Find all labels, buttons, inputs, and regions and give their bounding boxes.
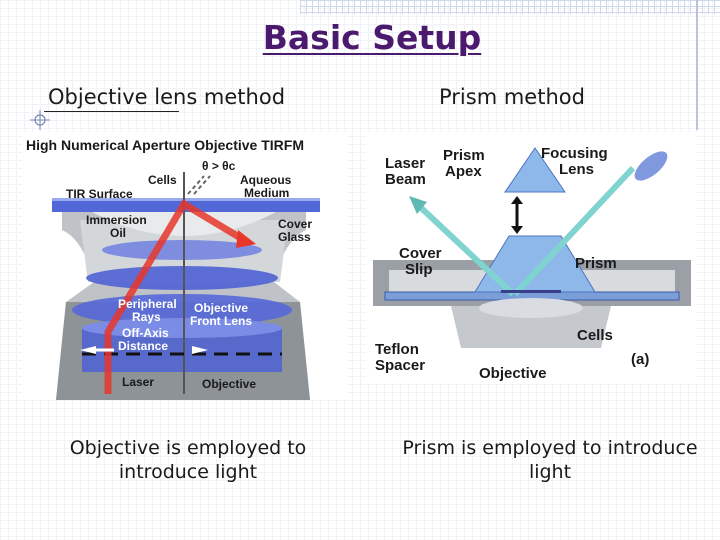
- svg-text:Spacer: Spacer: [375, 357, 425, 374]
- svg-text:Objective: Objective: [479, 365, 547, 382]
- svg-text:Oil: Oil: [110, 226, 126, 240]
- objective-tirfm-diagram: High Numerical Aperture Objective TIRFM …: [22, 132, 348, 404]
- svg-text:Teflon: Teflon: [375, 341, 419, 358]
- svg-text:Distance: Distance: [118, 339, 168, 353]
- left-heading: Objective lens method: [48, 85, 286, 109]
- svg-text:Front Lens: Front Lens: [190, 314, 252, 328]
- svg-text:Apex: Apex: [445, 163, 482, 180]
- svg-text:Medium: Medium: [244, 186, 289, 200]
- svg-text:Cells: Cells: [577, 327, 613, 344]
- svg-text:Beam: Beam: [385, 171, 426, 188]
- right-decor-rule: [696, 0, 698, 130]
- right-caption: Prism is employed to introduce light: [402, 437, 698, 483]
- slide-title: Basic Setup: [262, 18, 482, 57]
- prism-tirfm-diagram: Laser Beam Prism Apex Focusing Lens Cove…: [365, 132, 697, 388]
- left-caption: Objective is employed to introduce light: [69, 437, 307, 483]
- svg-text:Immersion: Immersion: [86, 213, 147, 227]
- right-heading: Prism method: [439, 85, 585, 109]
- svg-text:Rays: Rays: [132, 310, 161, 324]
- left-diagram-header: High Numerical Aperture Objective TIRFM: [26, 137, 304, 153]
- svg-text:Off-Axis: Off-Axis: [122, 326, 169, 340]
- svg-text:TIR Surface: TIR Surface: [66, 187, 133, 201]
- svg-text:Lens: Lens: [559, 161, 594, 178]
- svg-text:Focusing: Focusing: [541, 145, 608, 162]
- svg-text:Prism: Prism: [443, 147, 485, 164]
- svg-text:Laser: Laser: [122, 375, 154, 389]
- svg-text:Slip: Slip: [405, 261, 433, 278]
- heading-underline: [44, 111, 179, 112]
- svg-text:Objective: Objective: [202, 377, 256, 391]
- svg-text:Peripheral: Peripheral: [118, 297, 177, 311]
- svg-text:Objective: Objective: [194, 301, 248, 315]
- svg-text:Cover: Cover: [399, 245, 442, 262]
- top-decor-band: [300, 0, 720, 14]
- svg-text:Prism: Prism: [575, 255, 617, 272]
- svg-text:Glass: Glass: [278, 230, 311, 244]
- svg-text:Cover: Cover: [278, 217, 312, 231]
- svg-text:Laser: Laser: [385, 155, 425, 172]
- svg-text:Aqueous: Aqueous: [240, 173, 292, 187]
- crosshair-decor-icon: [30, 110, 50, 130]
- svg-text:(a): (a): [631, 351, 649, 368]
- svg-text:Cells: Cells: [148, 173, 177, 187]
- svg-text:θ > θc: θ > θc: [202, 159, 236, 173]
